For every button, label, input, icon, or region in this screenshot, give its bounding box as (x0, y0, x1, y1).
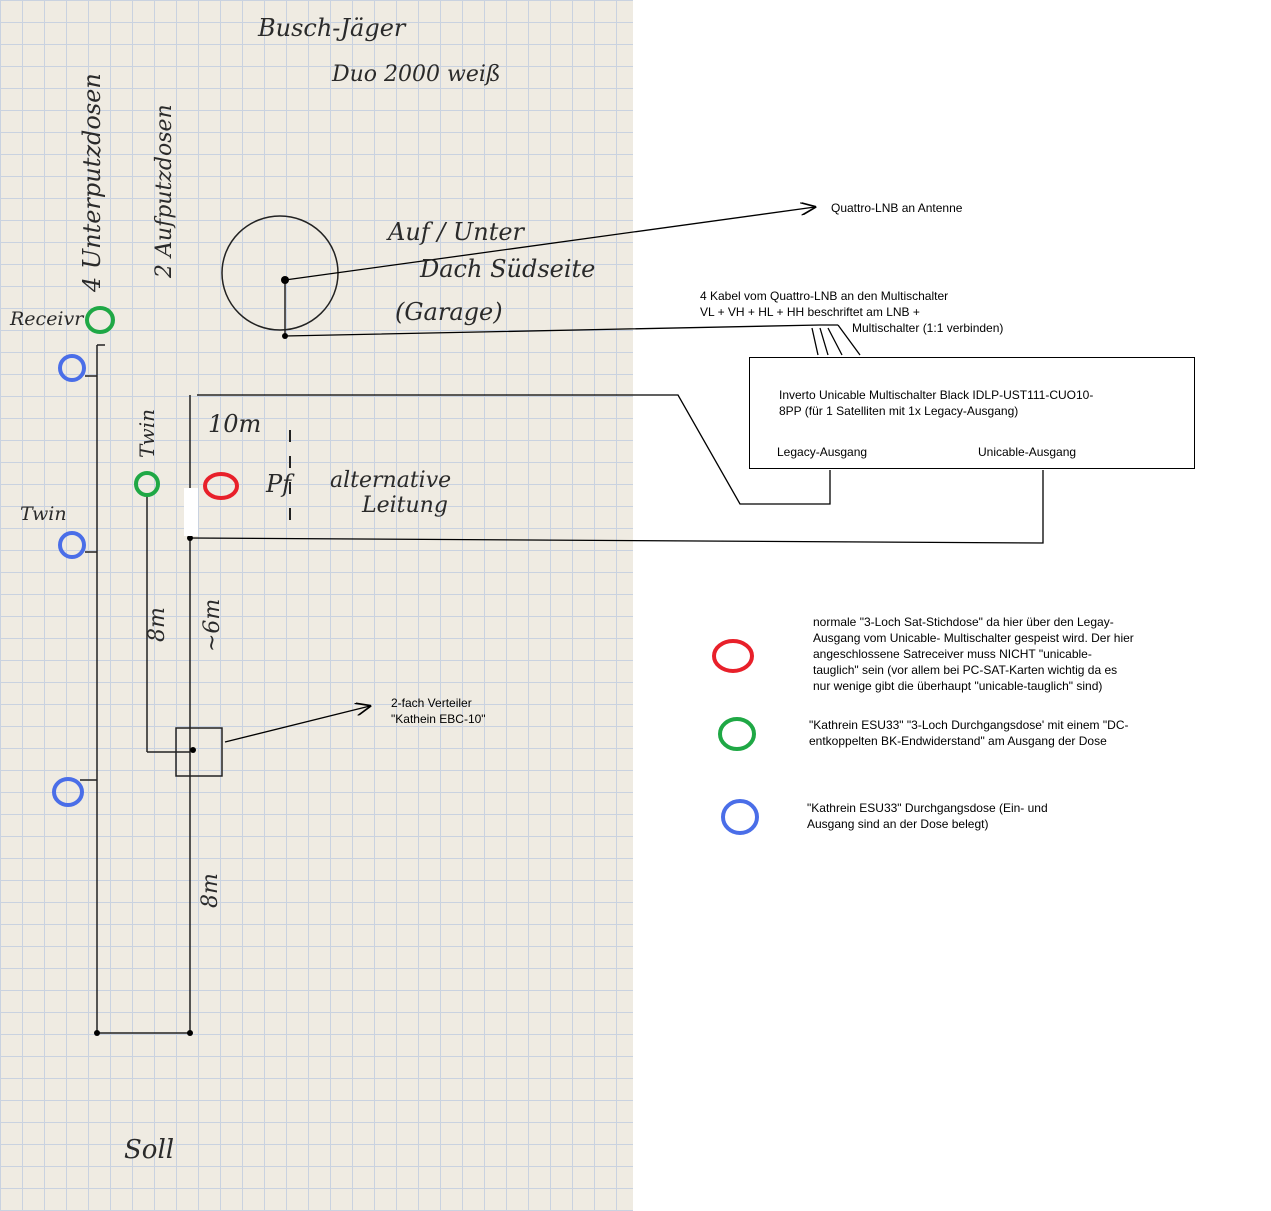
alternative-label: alternative (330, 468, 452, 493)
legend-blue-line: Ausgang sind an der Dose belegt) (807, 817, 989, 831)
series-label: Duo 2000 weiß (332, 62, 501, 87)
flush-boxes-label: 4 Unterputzdosen (78, 73, 106, 292)
blue-outlet-1 (58, 354, 86, 382)
legend-red-line: tauglich" sein (vor allem bei PC-SAT-Kar… (813, 663, 1118, 677)
cables-label-2: VL + VH + HL + HH beschriftet am LNB + (700, 305, 920, 319)
satellite-dish (221, 215, 339, 331)
soll-label: Soll (124, 1135, 175, 1165)
line-label: Leitung (362, 493, 448, 518)
legend-red-line: Ausgang vom Unicable- Multischalter gesp… (813, 631, 1134, 645)
roof-label-1: Auf / Unter (388, 218, 525, 246)
length-8m-b: 8m (198, 873, 223, 908)
receiver-label: Receivr (10, 308, 84, 330)
blue-outlet-3 (52, 777, 84, 807)
paper-sketch (0, 0, 633, 1211)
legend-red-line: normale "3-Loch Sat-Stichdose" da hier ü… (813, 615, 1114, 629)
multiswitch-box: Inverto Unicable Multischalter Black IDL… (749, 357, 1195, 469)
legend-green-line: entkoppelten BK-Endwiderstand" am Ausgan… (809, 734, 1107, 748)
blue-outlet-twin (58, 531, 86, 559)
legend-red-circle (712, 639, 754, 673)
length-8m-a: 8m (145, 607, 170, 642)
green-outlet-receiver (85, 306, 115, 334)
legend-red-line: nur wenige gibt die überhaupt "unicable-… (813, 679, 1103, 693)
cables-label-3: Multischalter (1:1 verbinden) (852, 321, 1004, 335)
red-outlet (203, 472, 239, 500)
legend-blue-circle (721, 799, 759, 835)
multiswitch-title-1: Inverto Unicable Multischalter Black IDL… (779, 388, 1094, 402)
legend-green-line: "Kathrein ESU33" "3-Loch Durchgangsdose'… (809, 718, 1129, 732)
green-outlet-twin (134, 471, 160, 497)
legend-green-circle (718, 717, 756, 751)
legend-red-line: angeschlossene Satreceiver muss NICHT "u… (813, 647, 1092, 661)
legacy-output-label: Legacy-Ausgang (777, 445, 868, 459)
roof-label-3: (Garage) (395, 298, 503, 326)
brand-label: Busch-Jäger (258, 14, 406, 42)
legacy-cable (197, 394, 831, 505)
legend-blue-line: "Kathrein ESU33" Durchgangsdose (Ein- un… (807, 801, 1048, 815)
cables-label-1: 4 Kabel vom Quattro-LNB an den Multischa… (700, 289, 949, 303)
roof-label-2: Dach Südseite (420, 255, 596, 283)
twin-mid-label: Twin (135, 408, 159, 458)
surface-boxes-label: 2 Aufputzdosen (152, 104, 177, 278)
pf-label: Pf (266, 470, 292, 498)
length-6m: ~6m (200, 598, 225, 652)
length-10m: 10m (208, 410, 262, 438)
twin-left-label: Twin (20, 503, 67, 525)
splitter-label-2: "Kathein EBC-10" (391, 712, 486, 726)
lnb-label: Quattro-LNB an Antenne (831, 201, 963, 215)
multiswitch-title-2: 8PP (für 1 Satelliten mit 1x Legacy-Ausg… (779, 404, 1019, 418)
splitter-label-1: 2-fach Verteiler (391, 696, 472, 710)
splitter-box (175, 727, 223, 777)
unicable-cable (189, 470, 1044, 544)
unicable-output-label: Unicable-Ausgang (978, 445, 1077, 459)
